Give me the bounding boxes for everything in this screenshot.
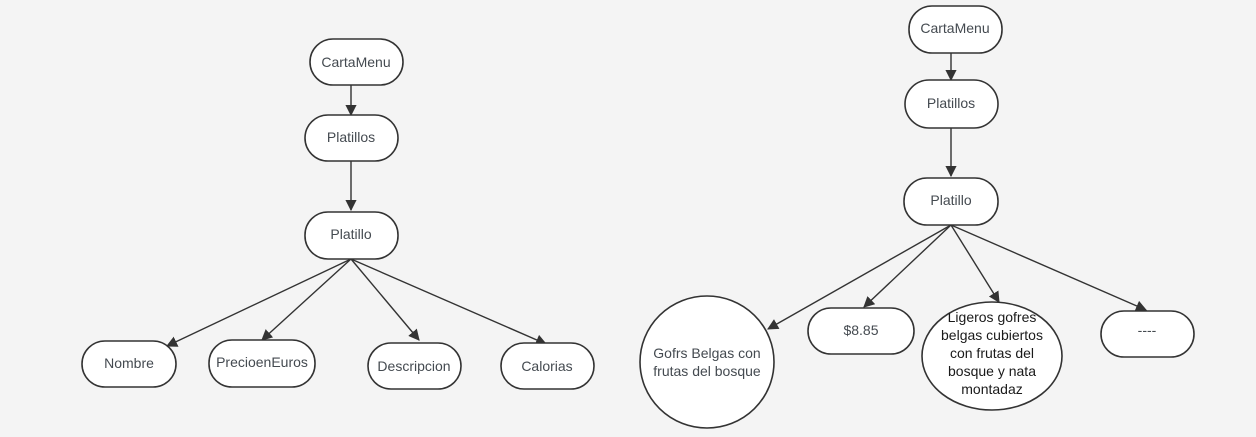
left-edge-platillo-calorias bbox=[350, 258, 548, 346]
left-node-precioeneuros[interactable]: PrecioenEuros bbox=[208, 339, 316, 388]
left-edge-platillo-nombre bbox=[165, 258, 352, 347]
right-node-precio-label: $8.85 bbox=[843, 322, 878, 338]
right-edge-platillo-descripcion bbox=[950, 224, 1000, 303]
left-node-descripcion-label: Descripcion bbox=[377, 358, 450, 374]
right-node-nombre-line1: Gofrs Belgas con bbox=[653, 345, 760, 361]
left-node-nombre-label: Nombre bbox=[104, 355, 154, 371]
left-node-precioeneuros-label: PrecioenEuros bbox=[216, 354, 308, 370]
left-edge-platillo-descripcion bbox=[350, 258, 420, 341]
right-node-descripcion-line4: bosque y nata bbox=[948, 363, 1036, 379]
left-node-calorias-label: Calorias bbox=[521, 358, 572, 374]
right-node-platillo[interactable]: Platillo bbox=[903, 177, 999, 226]
right-node-descripcion-line1: Ligeros gofres bbox=[948, 309, 1037, 325]
left-node-platillos[interactable]: Platillos bbox=[304, 114, 399, 162]
right-node-platillos-label: Platillos bbox=[927, 95, 975, 111]
left-node-cartamenu[interactable]: CartaMenu bbox=[309, 38, 404, 86]
right-node-descripcion-line3: con frutas del bbox=[950, 345, 1034, 361]
left-edge-platillo-precio bbox=[261, 258, 352, 341]
left-node-descripcion[interactable]: Descripcion bbox=[367, 342, 462, 390]
right-node-cartamenu-label: CartaMenu bbox=[920, 20, 989, 36]
right-node-calorias-value[interactable]: ---- bbox=[1100, 310, 1195, 358]
right-node-nombre-value[interactable]: Gofrs Belgas con frutas del bosque bbox=[639, 295, 775, 429]
left-node-nombre[interactable]: Nombre bbox=[81, 340, 177, 388]
right-node-precio-value[interactable]: $8.85 bbox=[807, 307, 915, 355]
left-node-platillos-label: Platillos bbox=[327, 129, 375, 145]
right-edge-platillo-precio bbox=[863, 224, 952, 308]
right-edge-platillo-calorias bbox=[950, 224, 1148, 312]
right-node-nombre-line2: frutas del bosque bbox=[653, 363, 761, 379]
left-node-platillo[interactable]: Platillo bbox=[304, 211, 399, 260]
right-node-descripcion-line5: montadaz bbox=[961, 381, 1022, 397]
right-node-descripcion-value[interactable]: Ligeros gofres belgas cubiertos con frut… bbox=[921, 301, 1063, 411]
right-node-calorias-label: ---- bbox=[1138, 322, 1157, 338]
left-node-calorias[interactable]: Calorias bbox=[500, 342, 595, 390]
right-node-platillos[interactable]: Platillos bbox=[904, 79, 999, 129]
right-node-cartamenu[interactable]: CartaMenu bbox=[908, 5, 1003, 54]
right-edges bbox=[767, 53, 1148, 330]
right-node-descripcion-line2: belgas cubiertos bbox=[941, 327, 1043, 343]
left-node-platillo-label: Platillo bbox=[330, 226, 371, 242]
right-node-platillo-label: Platillo bbox=[930, 192, 971, 208]
left-node-cartamenu-label: CartaMenu bbox=[321, 54, 390, 70]
left-edges bbox=[165, 85, 548, 347]
right-edge-platillo-nombre bbox=[767, 224, 952, 330]
